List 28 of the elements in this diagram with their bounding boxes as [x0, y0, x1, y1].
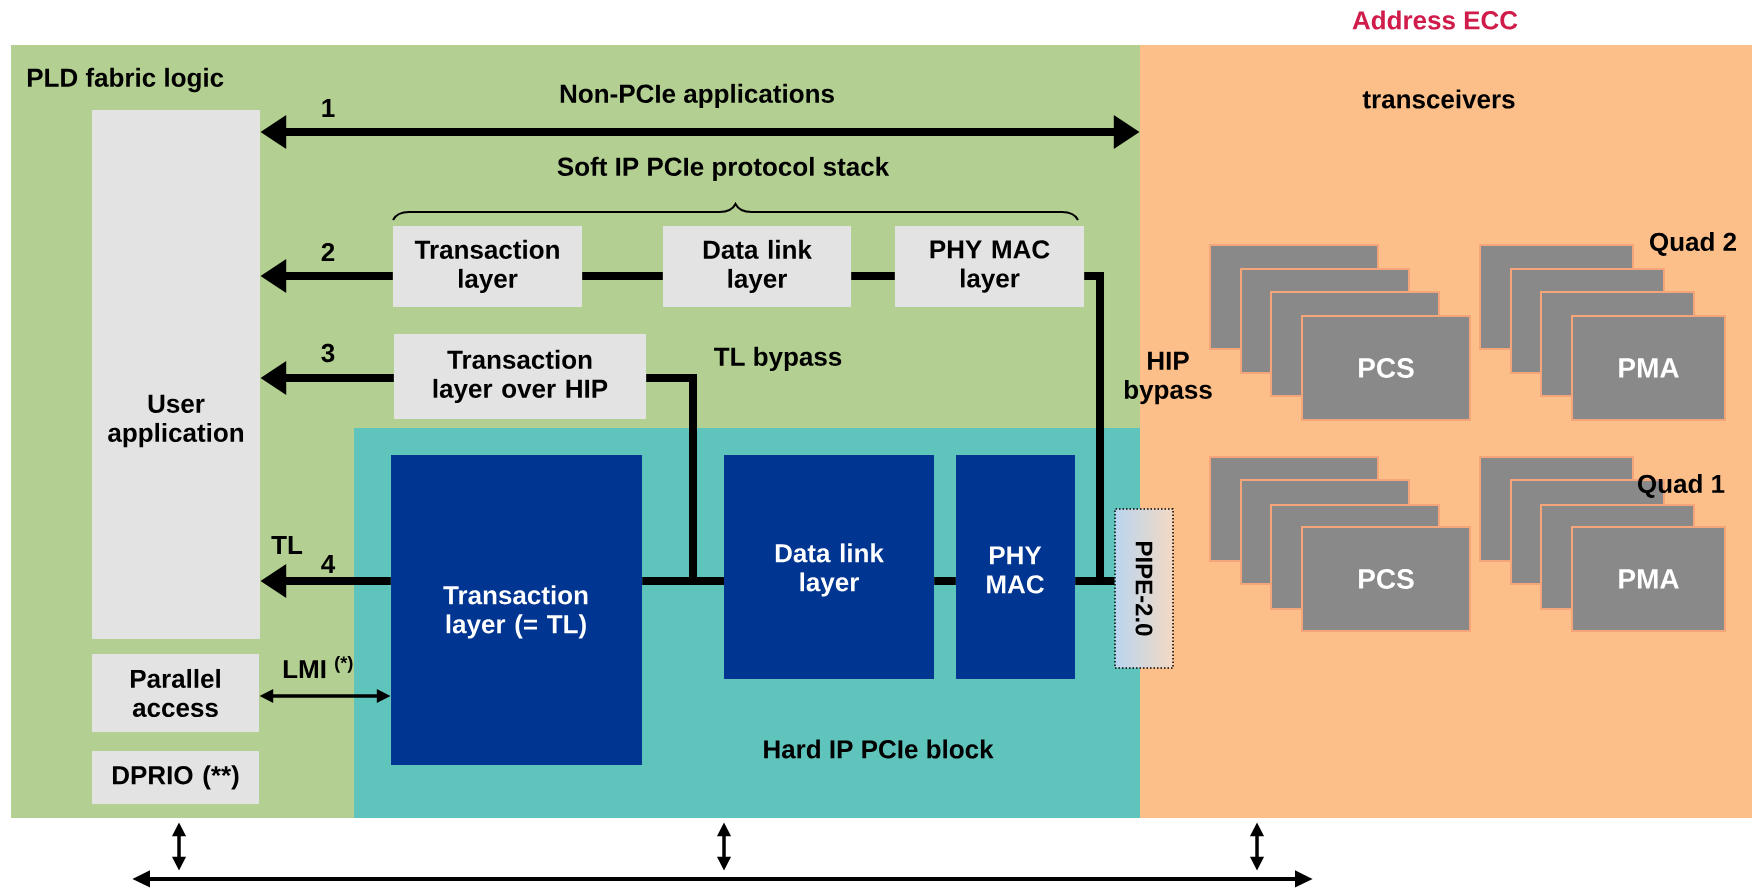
- path-number: 4: [321, 555, 336, 573]
- path-number: 3: [321, 343, 335, 363]
- path-number: 1: [322, 99, 335, 117]
- layer-block: PHY MAC: [956, 455, 1075, 679]
- transceiver-block: PMA: [1571, 526, 1726, 632]
- heading-text: Address ECC: [1352, 10, 1518, 30]
- layer-block: Data link layer: [724, 455, 934, 679]
- interface-box: PIPE-2.0: [1114, 508, 1174, 669]
- edge-label: TL bypass: [714, 346, 842, 372]
- layer-block: Transaction layer (= TL): [391, 455, 642, 765]
- edge-label: TL: [271, 536, 303, 554]
- quad-label: Quad 2: [1650, 232, 1737, 256]
- layer-box: Data link layer: [663, 226, 851, 307]
- transceiver-block: PCS: [1301, 526, 1471, 632]
- edge-label: HIP bypass: [1124, 351, 1212, 405]
- layer-box: Transaction layer: [393, 226, 582, 307]
- layer-box: PHY MAC layer: [895, 226, 1084, 307]
- layer-box: Transaction layer over HIP: [394, 334, 646, 419]
- edge-label: Non-PCIe applications: [560, 83, 834, 109]
- path-number: 2: [321, 242, 335, 262]
- access-box: Parallel access: [92, 654, 259, 732]
- group-label: Soft IP PCIe protocol stack: [557, 156, 890, 182]
- edge-label: LMI $^{(*)}$: [283, 655, 353, 679]
- transceiver-block: PMA: [1571, 315, 1726, 421]
- quad-label: Quad 1: [1638, 474, 1725, 498]
- application-box: User application: [92, 110, 260, 639]
- access-box: DPRIO (**): [92, 751, 259, 804]
- transceiver-block: PCS: [1301, 315, 1471, 421]
